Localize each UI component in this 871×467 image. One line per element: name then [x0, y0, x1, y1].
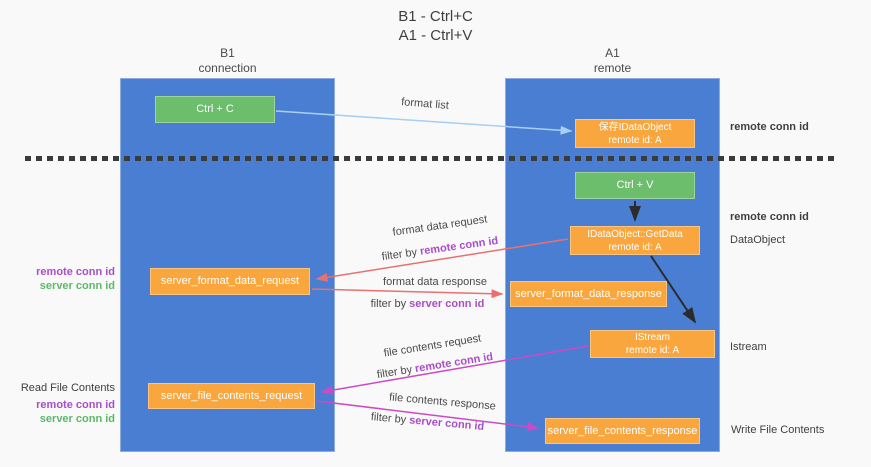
node-idataobject-getdata-line2: remote id: A [608, 241, 662, 253]
left-server-conn-id-2: server conn id [39, 413, 115, 425]
filter-by-text: filter by [376, 363, 414, 382]
lane-b1-subtitle: connection [198, 61, 257, 75]
node-server-file-contents-request: server_file_contents_request [148, 383, 315, 409]
node-ctrl-v-label: Ctrl + V [616, 179, 654, 191]
node-idataobject-getdata: IDataObject::GetData remote id: A [570, 226, 700, 255]
filter-key-remote-conn-id: remote conn id [414, 350, 494, 376]
lane-header-b1: B1 connection [120, 46, 335, 76]
label-file-contents-response: file contents response [388, 391, 497, 413]
node-idataobject-getdata-line1: IDataObject::GetData [587, 228, 683, 240]
right-label-write-file-contents: Write File Contents [731, 424, 825, 436]
node-server-file-contents-response: server_file_contents_response [545, 418, 700, 444]
node-server-format-data-request: server_format_data_request [150, 268, 310, 295]
left-label-read-file-contents: Read File Contents [20, 382, 115, 394]
page-title: B1 - Ctrl+C A1 - Ctrl+V [0, 7, 871, 45]
node-istream: IStream remote id: A [590, 330, 715, 358]
node-server-file-contents-response-label: server_file_contents_response [547, 424, 698, 437]
lane-b1-name: B1 [220, 46, 235, 60]
node-istream-line2: remote id: A [625, 345, 680, 356]
node-istream-line1: IStream [634, 332, 670, 343]
label-format-data-response-filter: filter by server conn id [355, 298, 500, 310]
filter-key-server-conn-id: server conn id [408, 414, 485, 433]
right-label-remote-conn-id-mid: remote conn id [730, 211, 809, 223]
label-file-contents-response-filter: filter by server conn id [355, 410, 500, 435]
lane-a1-name: A1 [605, 46, 620, 60]
node-save-idataobject: 保存IDataObject remote id: A [575, 119, 695, 148]
node-ctrl-c: Ctrl + C [155, 96, 275, 123]
left-label-conn-ids-2: remote conn id server conn id [8, 398, 115, 426]
right-label-dataobject: DataObject [730, 234, 786, 246]
left-remote-conn-id-1: remote conn id [36, 266, 115, 278]
left-server-conn-id-1: server conn id [39, 280, 115, 292]
node-server-file-contents-request-label: server_file_contents_request [160, 389, 303, 402]
filter-by-text: filter by [370, 298, 407, 310]
node-save-idataobject-line2: remote id: A [608, 134, 662, 146]
node-save-idataobject-line1: 保存IDataObject [598, 121, 672, 133]
node-server-format-data-response: server_format_data_response [510, 281, 667, 307]
lane-a1-subtitle: remote [593, 61, 632, 75]
left-remote-conn-id-2: remote conn id [36, 399, 115, 411]
filter-by-text: filter by [370, 411, 407, 427]
dashed-separator [25, 156, 835, 161]
filter-key-server-conn-id: server conn id [409, 298, 485, 310]
right-label-remote-conn-id-top: remote conn id [730, 121, 809, 133]
label-format-list: format list [400, 96, 450, 112]
node-ctrl-c-label: Ctrl + C [196, 103, 234, 115]
lane-header-a1: A1 remote [505, 46, 720, 76]
filter-key-remote-conn-id: remote conn id [419, 234, 499, 258]
filter-by-text: filter by [381, 246, 418, 264]
node-server-format-data-response-label: server_format_data_response [515, 287, 662, 300]
node-ctrl-v: Ctrl + V [575, 172, 695, 199]
label-format-data-response: format data response [383, 276, 487, 288]
title-line-1: B1 - Ctrl+C [398, 8, 473, 25]
format-data-response-arrow [311, 288, 504, 299]
title-line-2: A1 - Ctrl+V [398, 27, 473, 44]
left-label-conn-ids-1: remote conn id server conn id [8, 265, 115, 293]
right-label-istream: Istream [730, 341, 767, 353]
node-server-format-data-request-label: server_format_data_request [160, 275, 300, 287]
